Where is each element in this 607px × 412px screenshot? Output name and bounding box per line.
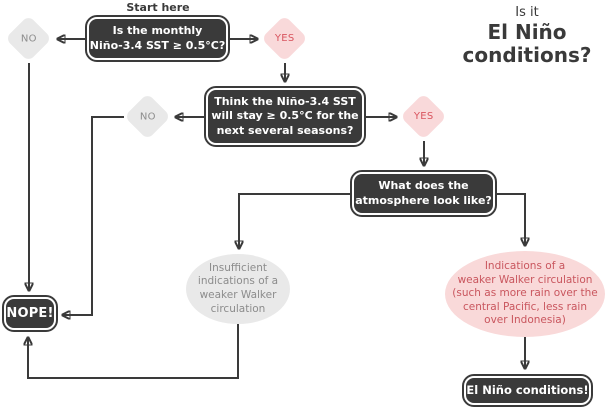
question-box-monthly-sst: Is the monthly Niño-3.4 SST ≥ 0.5°C? <box>85 15 230 62</box>
question-box-monthly-sst-text: Is the monthly Niño-3.4 SST ≥ 0.5°C? <box>89 19 226 58</box>
result-box-el-nino: El Niño conditions! <box>462 374 593 407</box>
start-here-label: Start here <box>126 1 190 14</box>
connector-insufficient-to-nope <box>28 324 239 379</box>
result-box-el-nino-text: El Niño conditions! <box>466 378 589 403</box>
connector-q3-to-indications <box>497 193 525 245</box>
page-title: Is it El Niño conditions? <box>427 5 607 67</box>
yes-diamond-persistence-label: YES <box>413 111 434 122</box>
outcome-ellipse-insufficient-walker: Insufficient indications of a weaker Wal… <box>186 254 290 324</box>
page-title-big: El Niño conditions? <box>462 20 592 67</box>
question-box-persistence-text: Think the Niño-3.4 SST will stay ≥ 0.5°C… <box>208 90 362 143</box>
no-diamond-persistence-label: NO <box>139 110 156 122</box>
question-box-atmosphere-text: What does the atmosphere look like? <box>354 174 493 213</box>
yes-diamond-monthly-label: YES <box>274 33 295 44</box>
no-diamond-monthly-label: NO <box>20 32 37 44</box>
outcome-ellipse-weaker-walker: Indications of a weaker Walker circulati… <box>445 251 605 337</box>
connector-q3-to-insufficient <box>239 193 350 248</box>
result-box-nope-text: NOPE! <box>6 299 54 328</box>
question-box-atmosphere: What does the atmosphere look like? <box>350 170 497 217</box>
page-title-small: Is it <box>515 5 539 20</box>
result-box-nope: NOPE! <box>2 295 58 332</box>
question-box-persistence: Think the Niño-3.4 SST will stay ≥ 0.5°C… <box>204 86 366 147</box>
connector-no2-to-nope <box>63 116 124 315</box>
